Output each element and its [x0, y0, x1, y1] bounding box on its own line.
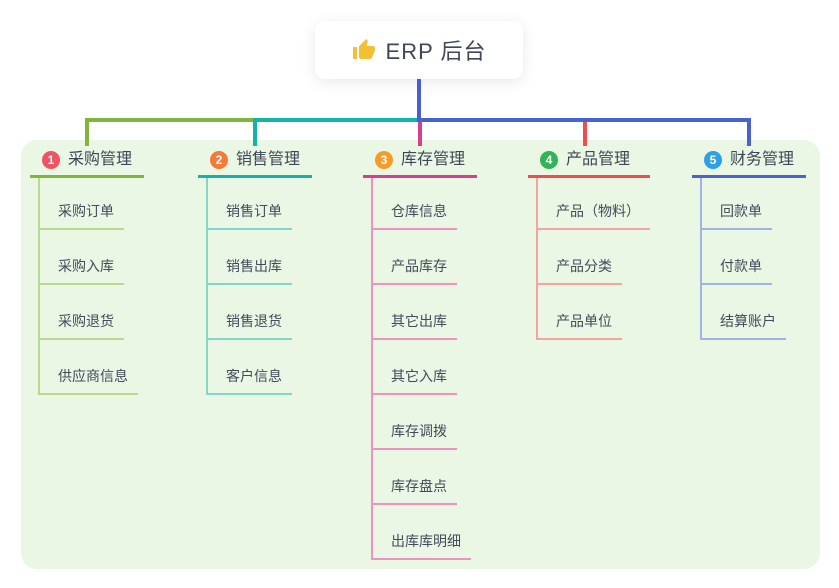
- leaf-label: 供应商信息: [40, 367, 138, 395]
- branch-number-badge: 3: [375, 151, 393, 169]
- branch-number-badge: 2: [210, 151, 228, 169]
- leaf-node[interactable]: 产品（物料）: [538, 178, 650, 230]
- leaf-label: 回款单: [702, 202, 772, 230]
- leaf-label: 产品（物料）: [538, 202, 650, 230]
- connector-horizontal-mid: [253, 118, 421, 122]
- connector-drop-5: [747, 118, 751, 146]
- branches-panel: [21, 140, 820, 569]
- leaf-node[interactable]: 付款单: [702, 230, 806, 285]
- branch-label: 财务管理: [730, 151, 795, 168]
- leaf-label: 库存盘点: [373, 477, 457, 505]
- leaf-node[interactable]: 其它出库: [373, 285, 477, 340]
- leaf-label: 产品库存: [373, 257, 457, 285]
- branch-3: 3 库存管理仓库信息产品库存其它出库其它入库库存调拨库存盘点出库库明细: [363, 150, 477, 560]
- leaf-label: 采购入库: [40, 257, 124, 285]
- leaf-node[interactable]: 销售出库: [208, 230, 312, 285]
- branch-5: 5 财务管理回款单付款单结算账户: [692, 150, 806, 340]
- leaf-node[interactable]: 其它入库: [373, 340, 477, 395]
- branch-label: 采购管理: [68, 151, 133, 168]
- leaf-label: 其它入库: [373, 367, 457, 395]
- leaf-node[interactable]: 采购入库: [40, 230, 144, 285]
- root-node-title: ERP 后台: [385, 39, 487, 64]
- branch-number-badge: 5: [704, 151, 722, 169]
- leaf-node[interactable]: 产品单位: [538, 285, 650, 340]
- leaf-node[interactable]: 结算账户: [702, 285, 806, 340]
- branch-4: 4 产品管理产品（物料） 产品分类产品单位: [528, 150, 650, 340]
- connector-horizontal-left: [85, 118, 257, 122]
- branch-item-list: 销售订单销售出库销售退货客户信息: [206, 178, 312, 395]
- branch-item-list: 产品（物料） 产品分类产品单位: [536, 178, 650, 340]
- leaf-label: 仓库信息: [373, 202, 457, 230]
- leaf-label: 采购退货: [40, 312, 124, 340]
- branch-node-4[interactable]: 4 产品管理: [528, 150, 650, 178]
- leaf-label: 付款单: [702, 257, 772, 285]
- branch-number-badge: 1: [42, 151, 60, 169]
- leaf-node[interactable]: 客户信息: [208, 340, 312, 395]
- leaf-node[interactable]: 销售退货: [208, 285, 312, 340]
- leaf-label: 采购订单: [40, 202, 124, 230]
- leaf-label: 客户信息: [208, 367, 292, 395]
- leaf-label: 其它出库: [373, 312, 457, 340]
- leaf-label: 销售出库: [208, 257, 292, 285]
- connector-horizontal-right: [417, 118, 751, 122]
- branch-node-1[interactable]: 1 采购管理: [30, 150, 144, 178]
- leaf-node[interactable]: 库存盘点: [373, 450, 477, 505]
- leaf-node[interactable]: 采购退货: [40, 285, 144, 340]
- leaf-label: 结算账户: [702, 312, 786, 340]
- leaf-label: 销售订单: [208, 202, 292, 230]
- branch-1: 1 采购管理采购订单采购入库采购退货供应商信息: [30, 150, 144, 395]
- leaf-label: 库存调拨: [373, 422, 457, 450]
- connector-drop-2: [253, 118, 257, 146]
- branch-label: 库存管理: [401, 151, 466, 168]
- leaf-node[interactable]: 产品分类: [538, 230, 650, 285]
- leaf-node[interactable]: 供应商信息: [40, 340, 144, 395]
- thumbs-up-icon: [352, 38, 376, 62]
- leaf-node[interactable]: 库存调拨: [373, 395, 477, 450]
- leaf-node[interactable]: 采购订单: [40, 178, 144, 230]
- branch-node-2[interactable]: 2 销售管理: [198, 150, 312, 178]
- leaf-node[interactable]: 产品库存: [373, 230, 477, 285]
- connector-trunk: [417, 79, 421, 122]
- leaf-label: 出库库明细: [373, 532, 471, 560]
- branch-label: 产品管理: [566, 151, 631, 168]
- leaf-node[interactable]: 出库库明细: [373, 505, 477, 560]
- branch-item-list: 采购订单采购入库采购退货供应商信息: [38, 178, 144, 395]
- branch-2: 2 销售管理销售订单销售出库销售退货客户信息: [198, 150, 312, 395]
- connector-drop-1: [85, 118, 89, 146]
- branch-node-3[interactable]: 3 库存管理: [363, 150, 477, 178]
- branch-item-list: 回款单付款单结算账户: [700, 178, 806, 340]
- root-node[interactable]: ERP 后台: [315, 21, 523, 79]
- leaf-label: 产品单位: [538, 312, 622, 340]
- branch-item-list: 仓库信息产品库存其它出库其它入库库存调拨库存盘点出库库明细: [371, 178, 477, 560]
- branch-label: 销售管理: [236, 151, 301, 168]
- leaf-label: 产品分类: [538, 257, 622, 285]
- leaf-node[interactable]: 回款单: [702, 178, 806, 230]
- branch-node-5[interactable]: 5 财务管理: [692, 150, 806, 178]
- connector-drop-3: [418, 118, 422, 146]
- leaf-node[interactable]: 销售订单: [208, 178, 312, 230]
- connector-drop-4: [583, 118, 587, 146]
- leaf-label: 销售退货: [208, 312, 292, 340]
- leaf-node[interactable]: 仓库信息: [373, 178, 477, 230]
- branch-number-badge: 4: [540, 151, 558, 169]
